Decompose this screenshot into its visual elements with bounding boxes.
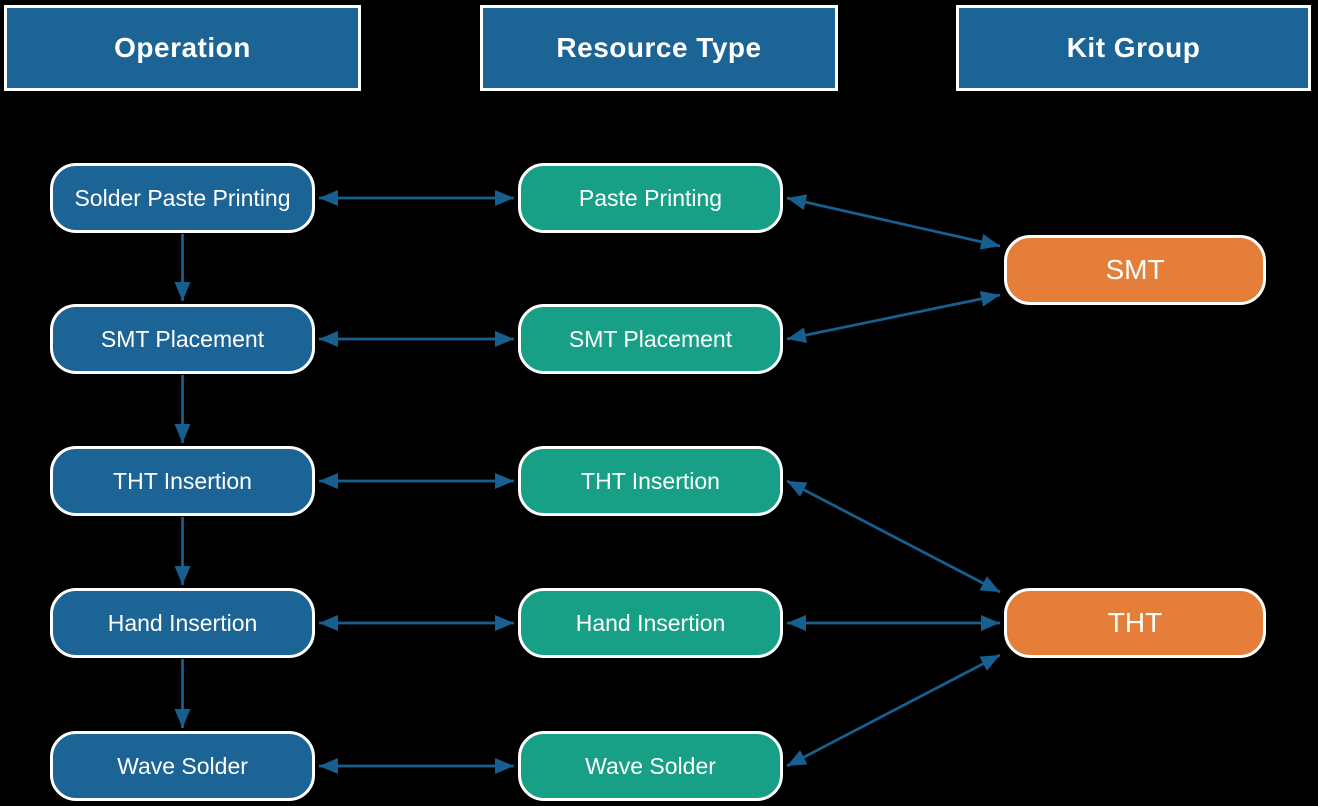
arrow-smt-placement-smt	[786, 291, 1001, 343]
resource-node-wave-solder: Wave Solder	[518, 731, 783, 801]
kit-group-node-tht: THT	[1004, 588, 1266, 658]
kit-group-node-smt: SMT	[1004, 235, 1266, 305]
resource-node-smt-placement: SMT Placement	[518, 304, 783, 374]
operation-node-hand-insertion: Hand Insertion	[50, 588, 315, 658]
resource-node-paste-printing: Paste Printing	[518, 163, 783, 233]
operation-node-tht-insertion: THT Insertion	[50, 446, 315, 516]
operation-node-solder-paste-printing: Solder Paste Printing	[50, 163, 315, 233]
operation-node-wave-solder: Wave Solder	[50, 731, 315, 801]
resource-node-hand-insertion: Hand Insertion	[518, 588, 783, 658]
arrow-wave-solder-tht	[786, 653, 1001, 768]
resource-node-tht-insertion: THT Insertion	[518, 446, 783, 516]
column-header-operation: Operation	[4, 5, 361, 91]
column-header-kit-group: Kit Group	[956, 5, 1311, 91]
operation-node-smt-placement: SMT Placement	[50, 304, 315, 374]
arrow-paste-printing-smt	[786, 194, 1001, 250]
arrow-tht-insertion-tht	[786, 479, 1001, 594]
column-header-resource-type: Resource Type	[480, 5, 838, 91]
